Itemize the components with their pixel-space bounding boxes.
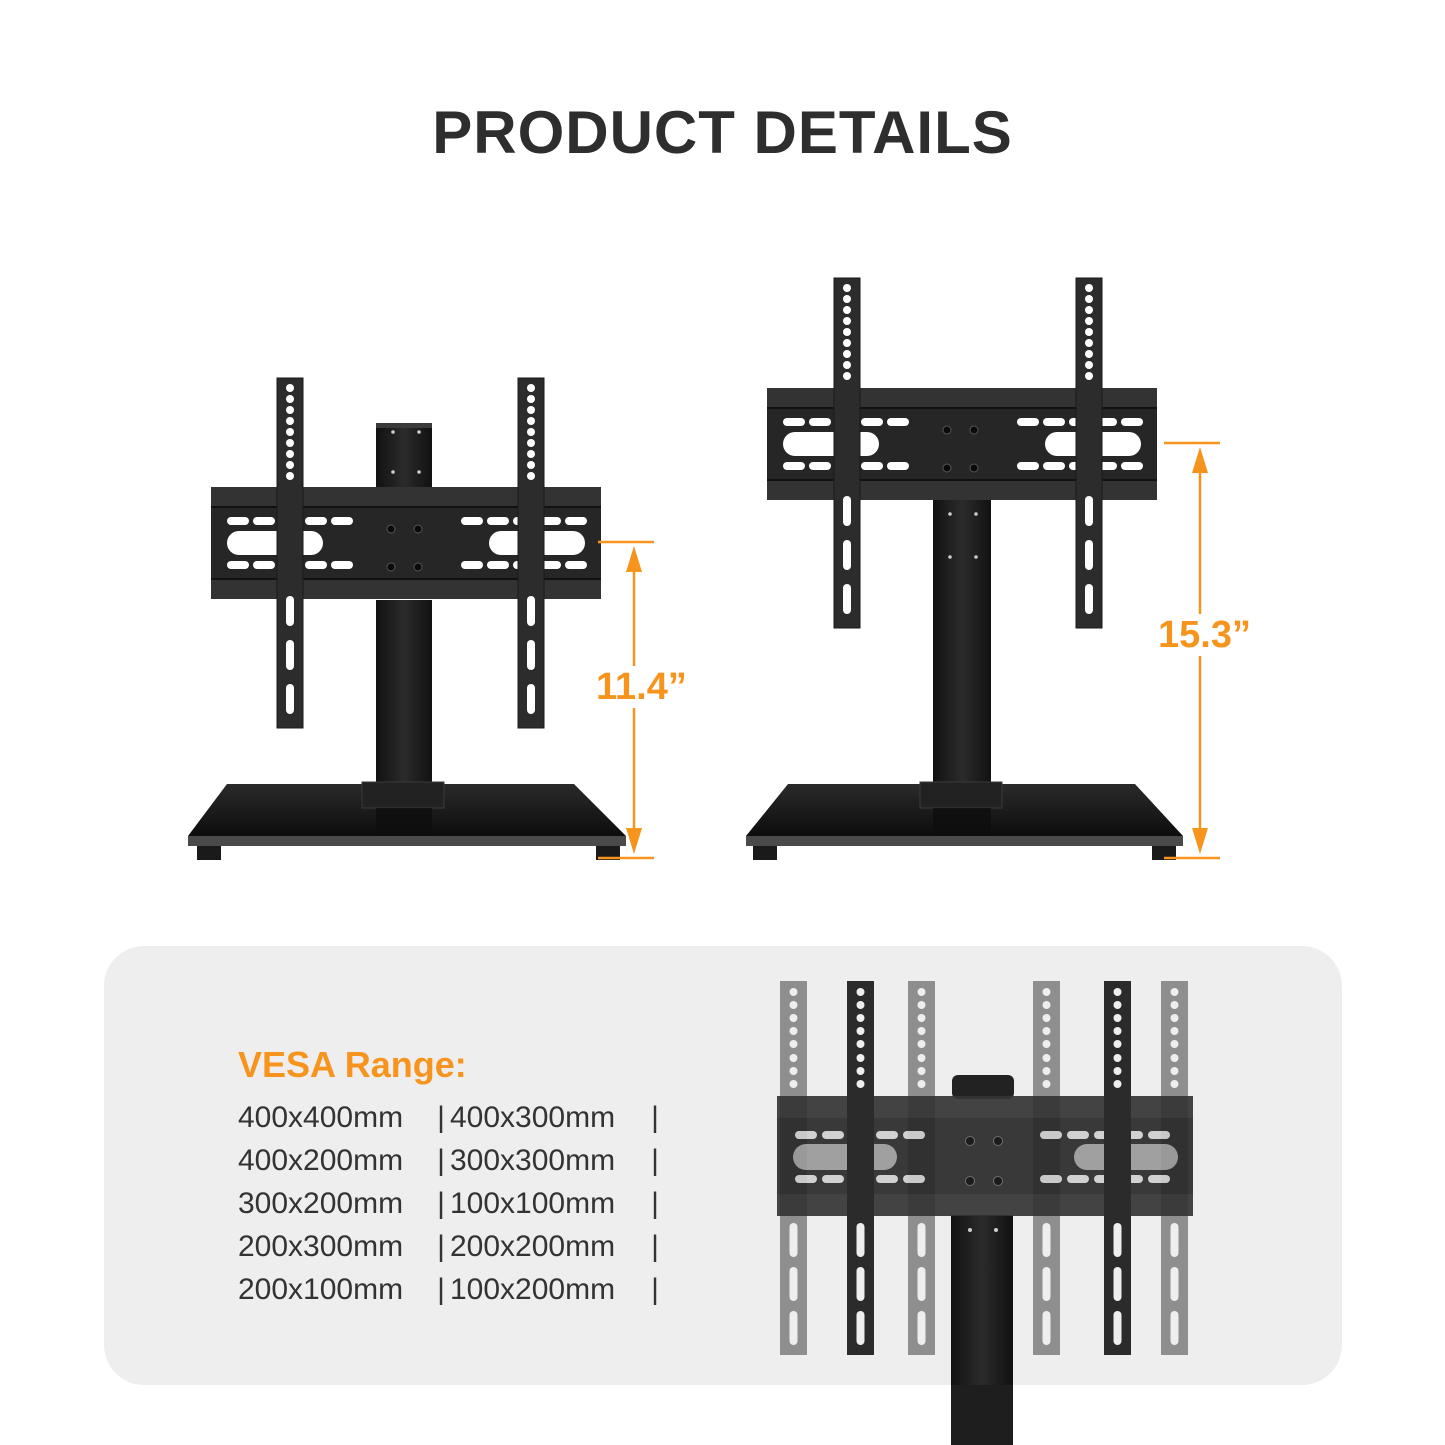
vesa-value: 200x200mm [450,1230,616,1263]
vesa-separator: | [437,1101,445,1134]
vesa-separator: | [437,1230,445,1263]
vesa-row: 300x200mm | 100x100mm | [238,1182,662,1225]
vesa-value: 200x100mm [238,1273,404,1306]
vesa-value: 200x300mm [238,1230,404,1263]
vesa-value: 400x200mm [238,1144,404,1177]
vesa-separator: | [651,1144,659,1177]
vesa-row: 200x300mm | 200x200mm | [238,1225,662,1268]
vesa-separator: | [437,1273,445,1306]
vesa-separator: | [651,1187,659,1220]
vesa-value: 100x100mm [450,1187,616,1220]
vesa-separator: | [651,1230,659,1263]
vesa-value: 100x200mm [450,1273,616,1306]
vesa-row: 400x200mm | 300x300mm | [238,1139,662,1182]
height-label-low: 11.4” [594,666,689,708]
vesa-row: 400x400mm | 400x300mm | [238,1096,662,1139]
vesa-separator: | [437,1187,445,1220]
height-label-high: 15.3” [1156,614,1253,656]
vesa-separator: | [437,1144,445,1177]
vesa-value: 400x400mm [238,1101,404,1134]
vesa-separator: | [651,1101,659,1134]
vesa-value: 300x200mm [238,1187,404,1220]
stand-low-illustration [188,377,626,860]
vesa-range-list: 400x400mm | 400x300mm | 400x200mm | 300x… [238,1096,662,1311]
page-title: PRODUCT DETAILS [432,99,1013,166]
vesa-value: 400x300mm [450,1101,616,1134]
vesa-separator: | [651,1273,659,1306]
vesa-range-title: VESA Range: [238,1044,467,1085]
stand-high-illustration [746,277,1183,860]
vesa-value: 300x300mm [450,1144,616,1177]
vesa-row: 200x100mm | 100x200mm | [238,1268,662,1311]
